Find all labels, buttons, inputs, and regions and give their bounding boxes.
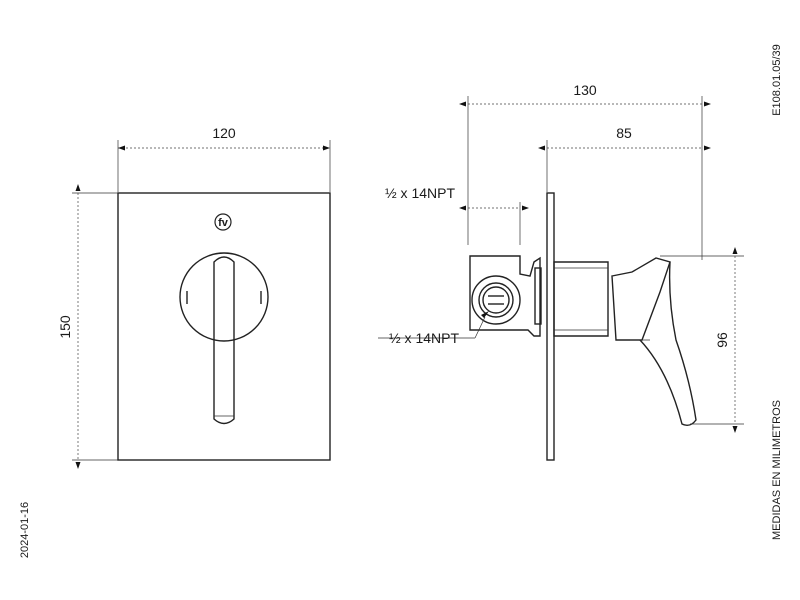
side-total-depth-label: 130 bbox=[573, 82, 597, 98]
valve-body-rear bbox=[469, 255, 542, 337]
front-width-dimension: 120 bbox=[117, 125, 331, 192]
drawing-date: 2024-01-16 bbox=[19, 502, 31, 558]
logo-text: fv bbox=[218, 217, 229, 229]
side-view: 130 85 ½ x 14NPT bbox=[378, 82, 744, 461]
front-view: 120 150 fv bbox=[57, 125, 331, 469]
thread-bottom-label: ½ x 14NPT bbox=[389, 330, 459, 346]
thread-top-dimension: ½ x 14NPT bbox=[385, 185, 529, 245]
side-total-depth-dimension: 130 bbox=[459, 82, 711, 260]
front-height-label: 150 bbox=[57, 315, 73, 339]
front-plate bbox=[117, 192, 331, 461]
handle-rosette bbox=[179, 252, 269, 342]
front-width-label: 120 bbox=[212, 125, 236, 141]
thread-bottom-leader: ½ x 14NPT bbox=[378, 311, 489, 346]
thread-top-label: ½ x 14NPT bbox=[385, 185, 455, 201]
valve-body-front bbox=[553, 261, 609, 337]
front-height-dimension: 150 bbox=[57, 184, 118, 469]
side-plate bbox=[546, 192, 555, 461]
side-body-depth-label: 85 bbox=[616, 125, 632, 141]
front-lever bbox=[213, 256, 235, 425]
side-height-label: 96 bbox=[714, 332, 730, 348]
side-lever bbox=[611, 257, 697, 427]
units-note: MEDIDAS EN MILIMETROS bbox=[771, 400, 783, 540]
side-body-depth-dimension: 85 bbox=[538, 125, 711, 192]
fv-logo-icon: fv bbox=[214, 213, 232, 231]
drawing-code: E108.01.05/39 bbox=[771, 44, 783, 116]
side-height-dimension: 96 bbox=[660, 247, 744, 433]
